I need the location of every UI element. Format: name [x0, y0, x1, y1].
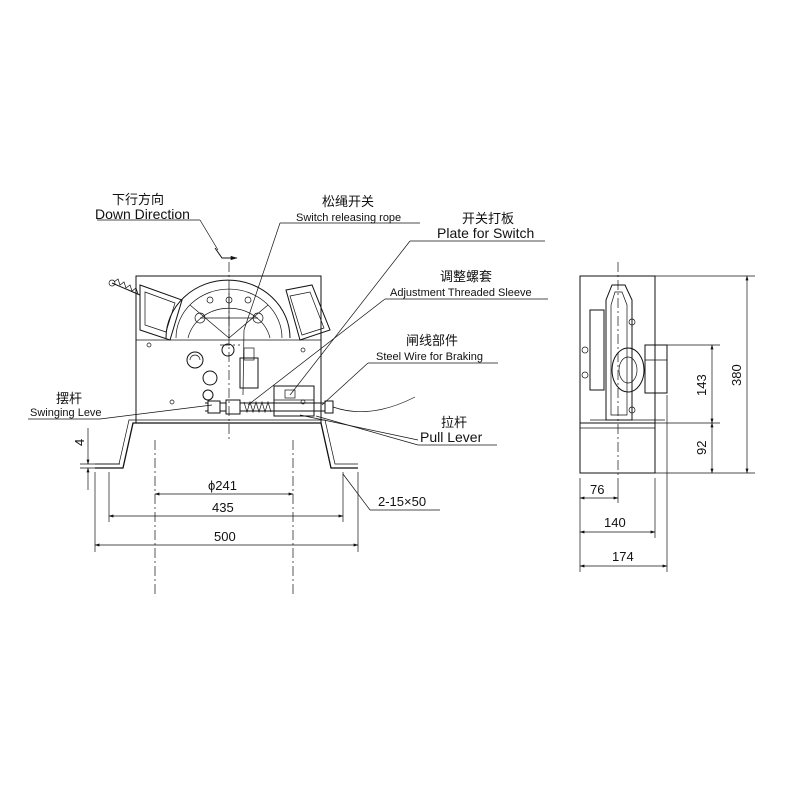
dim-thickness: 4 — [72, 439, 87, 446]
dim-phi241: ϕ241 — [208, 478, 237, 493]
dim-500: 500 — [214, 529, 236, 544]
label-down-direction-cn: 下行方向 — [112, 192, 164, 208]
label-swinging-lever-en: Swinging Leve — [30, 407, 102, 419]
label-pull-lever-cn: 拉杆 — [441, 416, 467, 431]
label-adjust-sleeve-cn: 调整螺套 — [440, 269, 492, 285]
front-view — [28, 219, 548, 595]
dim-380: 380 — [729, 364, 744, 386]
switch-box — [273, 385, 315, 417]
label-adjust-sleeve-en: Adjustment Threaded Sleeve — [390, 287, 532, 299]
side-housing — [579, 275, 656, 424]
side-view — [579, 262, 755, 572]
base-plate — [95, 422, 358, 469]
label-pull-lever-en: Pull Lever — [420, 429, 483, 445]
hub-circle — [221, 343, 235, 357]
dim-holes: 2-15×50 — [378, 494, 426, 509]
side-base — [579, 422, 656, 474]
label-switch-rope-en: Switch releasing rope — [296, 212, 401, 224]
dim-140: 140 — [604, 515, 626, 530]
dim-435: 435 — [212, 500, 234, 515]
label-plate-switch-en: Plate for Switch — [437, 225, 534, 241]
label-swinging-lever-cn: 摆杆 — [56, 392, 82, 407]
dim-143: 143 — [694, 374, 709, 396]
dim-76: 76 — [590, 482, 604, 497]
spring-top-left — [108, 278, 141, 296]
pull-lever-assembly — [205, 396, 416, 415]
label-steel-wire-en: Steel Wire for Braking — [376, 351, 483, 363]
label-down-direction-en: Down Direction — [95, 206, 190, 222]
label-plate-switch-cn: 开关打板 — [462, 212, 514, 227]
right-flap — [285, 284, 331, 341]
dim-174: 174 — [612, 549, 634, 564]
label-steel-wire-cn: 闸线部件 — [406, 334, 458, 349]
dim-92: 92 — [694, 441, 709, 455]
left-bracket — [139, 284, 183, 341]
label-switch-rope-cn: 松绳开关 — [322, 195, 374, 210]
